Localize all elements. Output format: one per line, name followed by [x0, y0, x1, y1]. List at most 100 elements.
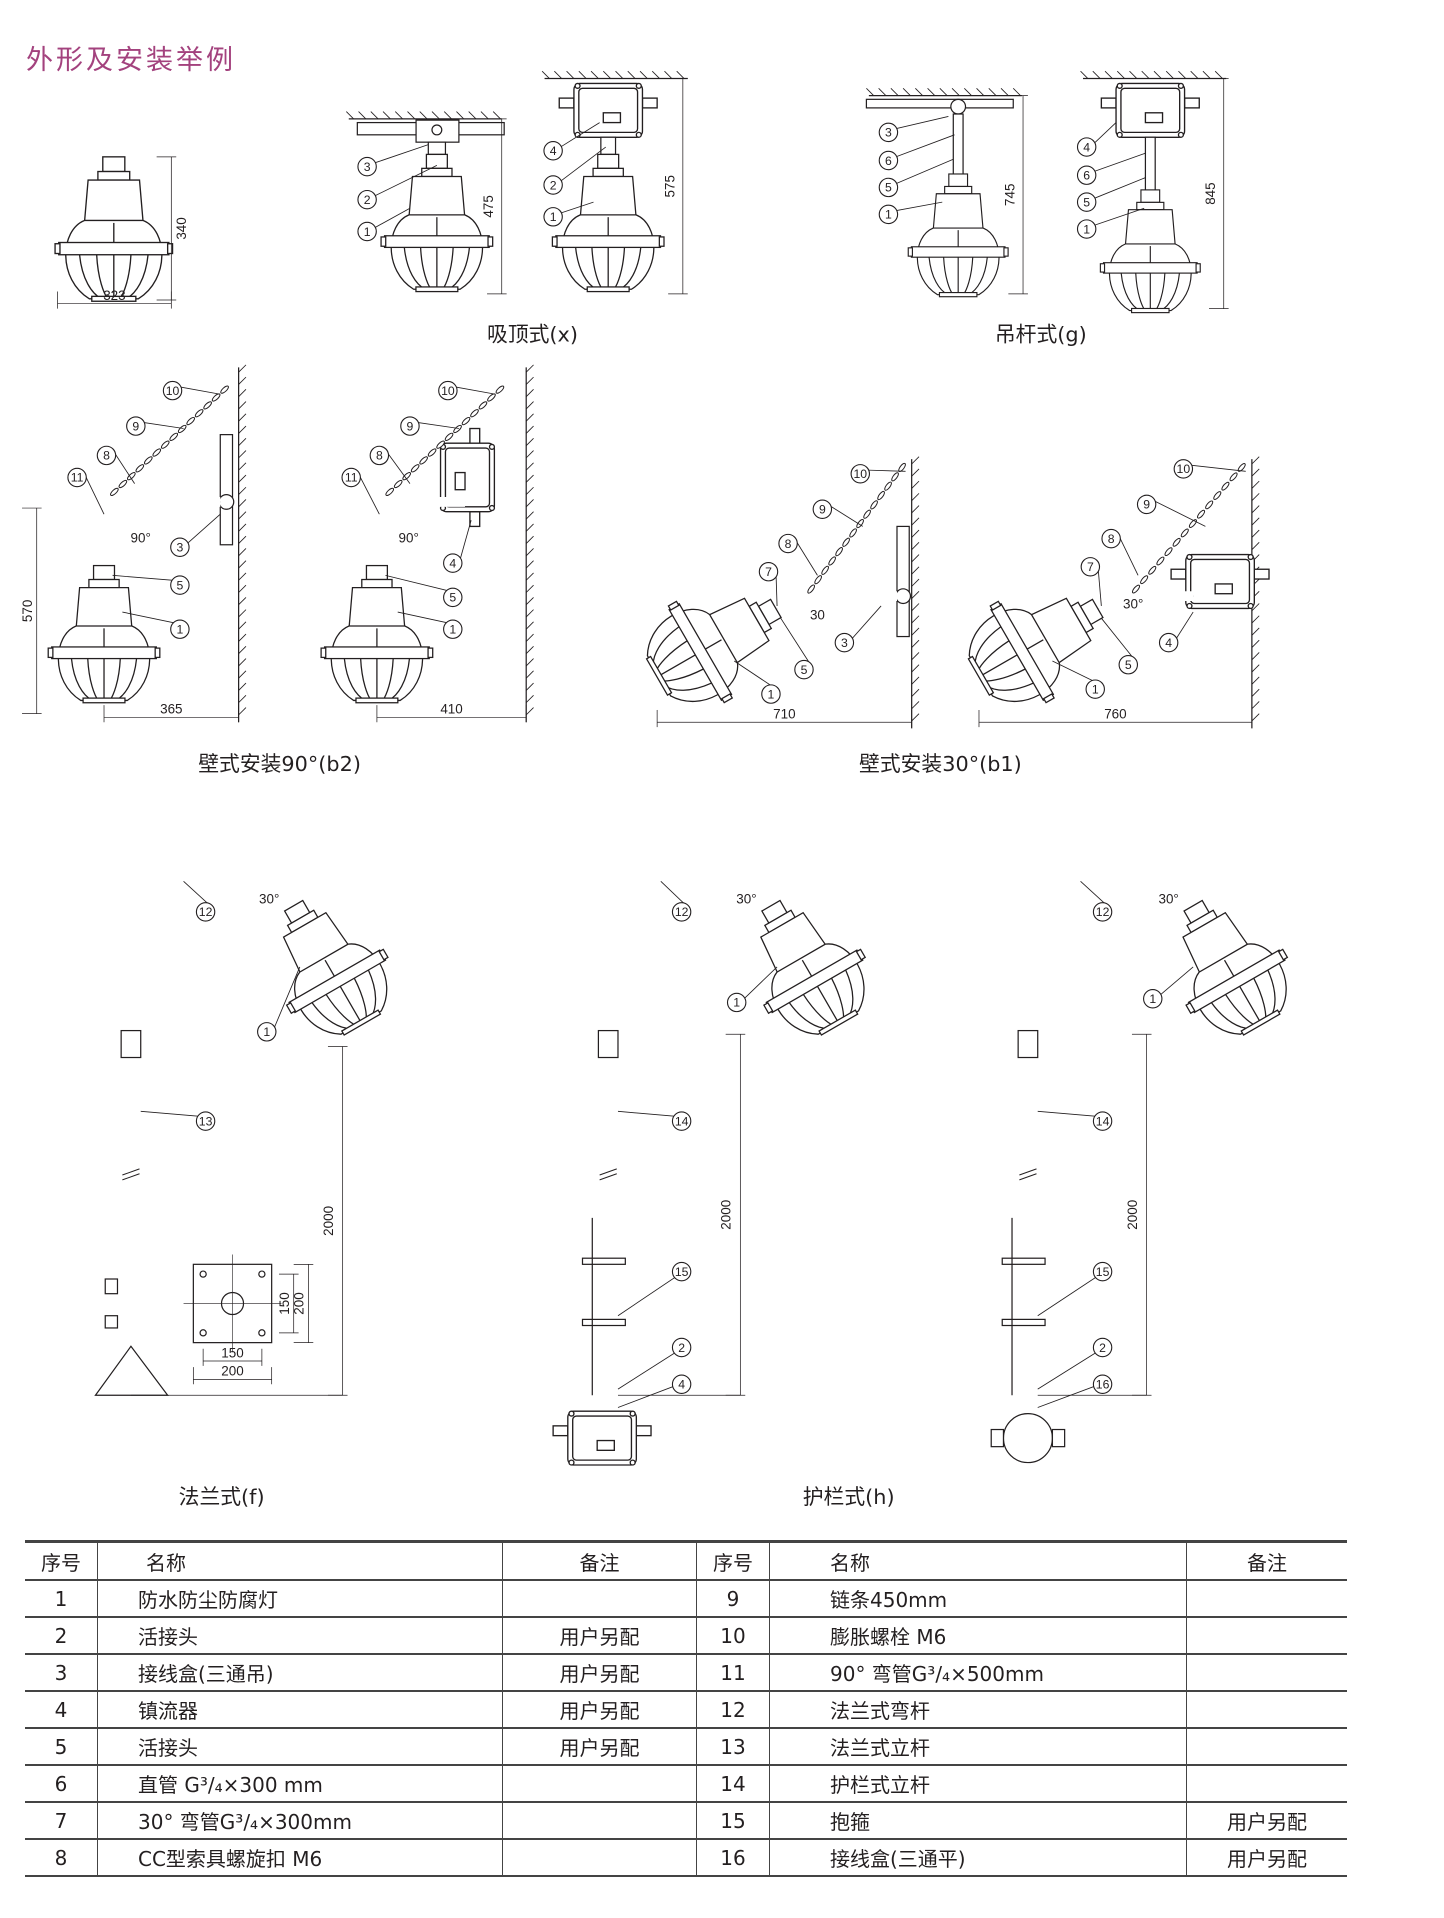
callout-number: 1 — [1092, 682, 1099, 696]
chain-link — [856, 518, 864, 529]
part-name: 30° 弯管G³/₄×300mm — [97, 1802, 503, 1840]
chain-link — [835, 547, 843, 557]
callout-circle — [1076, 165, 1097, 185]
part-name: 法兰式弯杆 — [769, 1691, 1187, 1729]
callout-number: 6 — [885, 154, 892, 168]
junction-box-drawing — [439, 427, 496, 528]
callout-number: 12 — [675, 905, 689, 919]
part-name: 链条450mm — [769, 1580, 1187, 1618]
chain-link — [160, 440, 170, 449]
callout-number: 9 — [132, 419, 139, 433]
part-name: 90° 弯管G³/₄×500mm — [769, 1654, 1187, 1692]
header-name-1: 名称 — [97, 1540, 503, 1581]
callout-number: 1 — [1083, 222, 1090, 236]
callout-number: 7 — [765, 565, 772, 579]
chain-link — [1164, 547, 1173, 557]
part-note — [502, 1580, 697, 1618]
callout-number: 5 — [1125, 658, 1132, 672]
chain-link — [453, 424, 462, 434]
lamp-front-view — [54, 156, 174, 302]
callout-number: 12 — [1096, 905, 1110, 919]
part-number: 16 — [696, 1839, 770, 1877]
callout-circle — [1092, 1374, 1113, 1394]
part-name: 法兰式立杆 — [769, 1728, 1187, 1766]
chain-link — [495, 385, 505, 394]
callout-circle — [1076, 137, 1097, 157]
pole-coupler — [1017, 1029, 1039, 1059]
callout-circle — [162, 380, 183, 401]
chain-link — [194, 409, 204, 418]
part-number: 12 — [696, 1691, 770, 1729]
chain-link — [891, 472, 899, 482]
dimension-label: 150 — [221, 1345, 243, 1360]
callout-number: 1 — [449, 622, 456, 636]
callout-circle — [438, 380, 458, 401]
callout-number: 4 — [1083, 140, 1090, 154]
part-name: 镇流器 — [97, 1691, 503, 1729]
dimension-label: 2000 — [1125, 1200, 1140, 1230]
callout-circle — [543, 207, 563, 227]
angle-label: 30° — [736, 891, 756, 906]
chain-link — [461, 416, 471, 426]
callout-circle — [1092, 902, 1113, 922]
callout-number: 1 — [263, 1025, 270, 1039]
caption-pendant: 吊杆式(g) — [995, 323, 1087, 347]
angle-label: 30° — [1158, 891, 1178, 906]
chain-link — [849, 528, 857, 538]
pipe-clamp — [1001, 1318, 1046, 1327]
callout-number: 1 — [733, 996, 740, 1010]
dimension-label: 475 — [481, 195, 496, 217]
table-header-row: 序号 名称 备注 序号 名称 备注 — [25, 1540, 1347, 1581]
part-number: 3 — [25, 1654, 98, 1692]
callout-circle — [195, 1111, 216, 1131]
chain-link — [821, 565, 829, 575]
part-name: 活接头 — [97, 1617, 503, 1655]
callout-circle — [67, 467, 87, 488]
chain-link — [220, 385, 229, 394]
chain-link — [828, 556, 836, 566]
callout-circle — [671, 1111, 692, 1131]
chain-link — [863, 509, 871, 519]
callout-number: 4 — [550, 144, 557, 158]
dimension-label: 365 — [160, 702, 182, 717]
callout-number: 12 — [199, 905, 213, 919]
part-name: 抱箍 — [769, 1802, 1187, 1840]
callout-circle — [1173, 459, 1194, 479]
chain-link — [1180, 528, 1189, 538]
chain-link — [478, 401, 488, 410]
chain-link — [1140, 575, 1149, 585]
header-name-2: 名称 — [769, 1540, 1187, 1581]
callout-number: 16 — [1096, 1378, 1110, 1392]
part-note: 用户另配 — [502, 1728, 697, 1766]
callout-circle — [1076, 219, 1097, 239]
callout-circle — [878, 204, 899, 225]
dimension-label: 200 — [291, 1292, 306, 1314]
callout-circle — [443, 619, 463, 639]
part-name: 直管 G³/₄×300 mm — [97, 1765, 503, 1803]
dimension-label: 575 — [662, 175, 677, 197]
dimension-label: 745 — [1002, 184, 1017, 206]
part-note — [502, 1839, 697, 1877]
callout-circle — [357, 221, 377, 242]
dimension-label: 200 — [221, 1364, 243, 1379]
callout-circle — [126, 416, 146, 436]
chain-link — [1156, 556, 1165, 566]
dimension-label: 410 — [440, 702, 462, 717]
pole-coupler — [597, 1029, 619, 1059]
junction-box-drawing — [1100, 82, 1200, 138]
chain-link — [1188, 519, 1197, 528]
dimension-label: 2000 — [719, 1200, 734, 1230]
chain-link — [1221, 481, 1230, 491]
chain-link — [118, 479, 128, 489]
callout-number: 8 — [376, 449, 383, 463]
header-no-2: 序号 — [696, 1540, 770, 1581]
callout-number: 2 — [550, 178, 557, 192]
junction-box-drawing — [552, 1410, 652, 1466]
chain-link — [385, 487, 395, 497]
chain-link — [1213, 491, 1222, 500]
